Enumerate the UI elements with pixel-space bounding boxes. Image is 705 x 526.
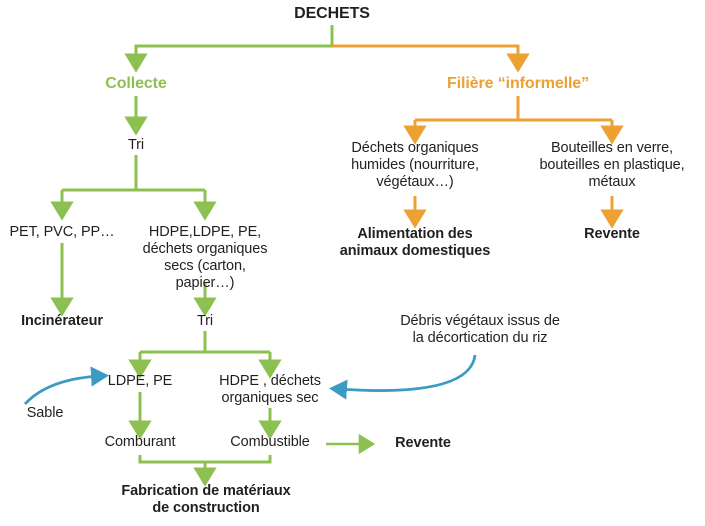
edge-tri2-split: [128, 331, 282, 379]
node-tri-1: Tri: [127, 137, 145, 153]
edge-sable-ldpe: [23, 366, 109, 405]
node-filiere-informelle: Filière “informelle”: [446, 75, 590, 92]
node-dechets: DECHETS: [294, 5, 370, 22]
edge-tri-split: [50, 155, 217, 221]
node-pet-pvc-pp: PET, PVC, PP…: [9, 224, 115, 240]
node-collecte: Collecte: [105, 75, 167, 92]
node-dechets-organiques-humides: Déchets organiques humides (nourriture, …: [351, 140, 479, 191]
edge-debris-hdpesec: [329, 354, 477, 400]
node-debris-vegetaux: Débris végétaux issus de la décorticatio…: [400, 313, 560, 347]
node-ldpe-pe: LDPE, PE: [107, 373, 173, 389]
edge-merge-fabrication: [138, 455, 272, 487]
node-comburant: Comburant: [104, 434, 176, 450]
node-revente-green: Revente: [395, 435, 451, 451]
node-bouteilles-verre-plastique: Bouteilles en verre, bouteilles en plast…: [539, 140, 685, 191]
node-hdpe-ldpe-pe-mix: HDPE,LDPE, PE, déchets organiques secs (…: [142, 224, 268, 292]
node-incinerateur: Incinérateur: [21, 313, 103, 329]
node-fabrication-materiaux: Fabrication de matériaux de construction: [121, 483, 291, 517]
edge-filiere-split: [403, 96, 624, 145]
node-sable: Sable: [26, 405, 64, 421]
node-combustible: Combustible: [230, 434, 310, 450]
node-alimentation-animaux: Alimentation des animaux domestiques: [339, 226, 491, 260]
edge-root-split: [124, 25, 530, 73]
node-tri-2: Tri: [196, 313, 214, 329]
node-hdpe-dechets-organiques-sec: HDPE , déchets organiques sec: [219, 373, 321, 407]
node-revente-orange: Revente: [584, 226, 640, 242]
